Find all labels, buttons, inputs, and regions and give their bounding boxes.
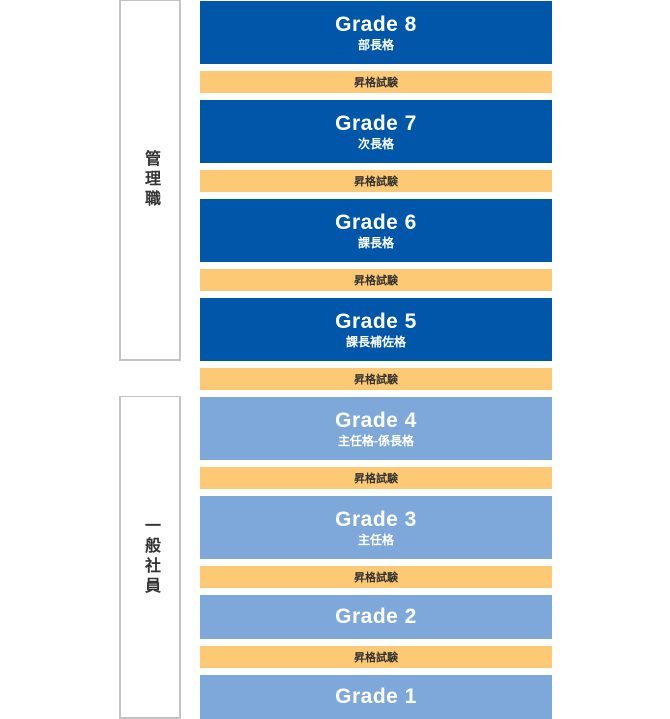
grade-subtitle: 次長格 [357,136,394,151]
management-label: 管理職 [142,150,159,210]
promotion-exam-bar: 昇格試験 [200,170,552,192]
grade-subtitle: 主任格 [357,532,394,547]
grade-1-box: Grade 1 [200,675,552,719]
management-bracket: 管理職 [119,0,181,361]
promotion-exam-bar: 昇格試験 [200,467,552,489]
grade-title: Grade 1 [335,685,417,708]
promotion-exam-bar: 昇格試験 [200,71,552,93]
grade-title: Grade 3 [335,507,417,531]
grade-title: Grade 7 [335,111,417,135]
grade-title: Grade 2 [335,605,417,628]
promotion-exam-bar: 昇格試験 [200,646,552,668]
promotion-exam-bar: 昇格試験 [200,368,552,390]
grade-title: Grade 8 [335,12,417,36]
grade-title: Grade 4 [335,408,417,432]
grade-title: Grade 5 [335,309,417,333]
grade-subtitle: 課長補佐格 [345,334,406,349]
general-staff-bracket: 一般社員 [119,396,181,719]
grade-title: Grade 6 [335,210,417,234]
grade-2-box: Grade 2 [200,595,552,639]
grade-subtitle: 主任格-係長格 [338,433,414,448]
promotion-exam-bar: 昇格試験 [200,269,552,291]
grade-subtitle: 部長格 [357,37,394,52]
general-staff-label: 一般社員 [142,517,159,597]
grade-subtitle: 課長格 [357,235,394,250]
promotion-exam-bar: 昇格試験 [200,566,552,588]
